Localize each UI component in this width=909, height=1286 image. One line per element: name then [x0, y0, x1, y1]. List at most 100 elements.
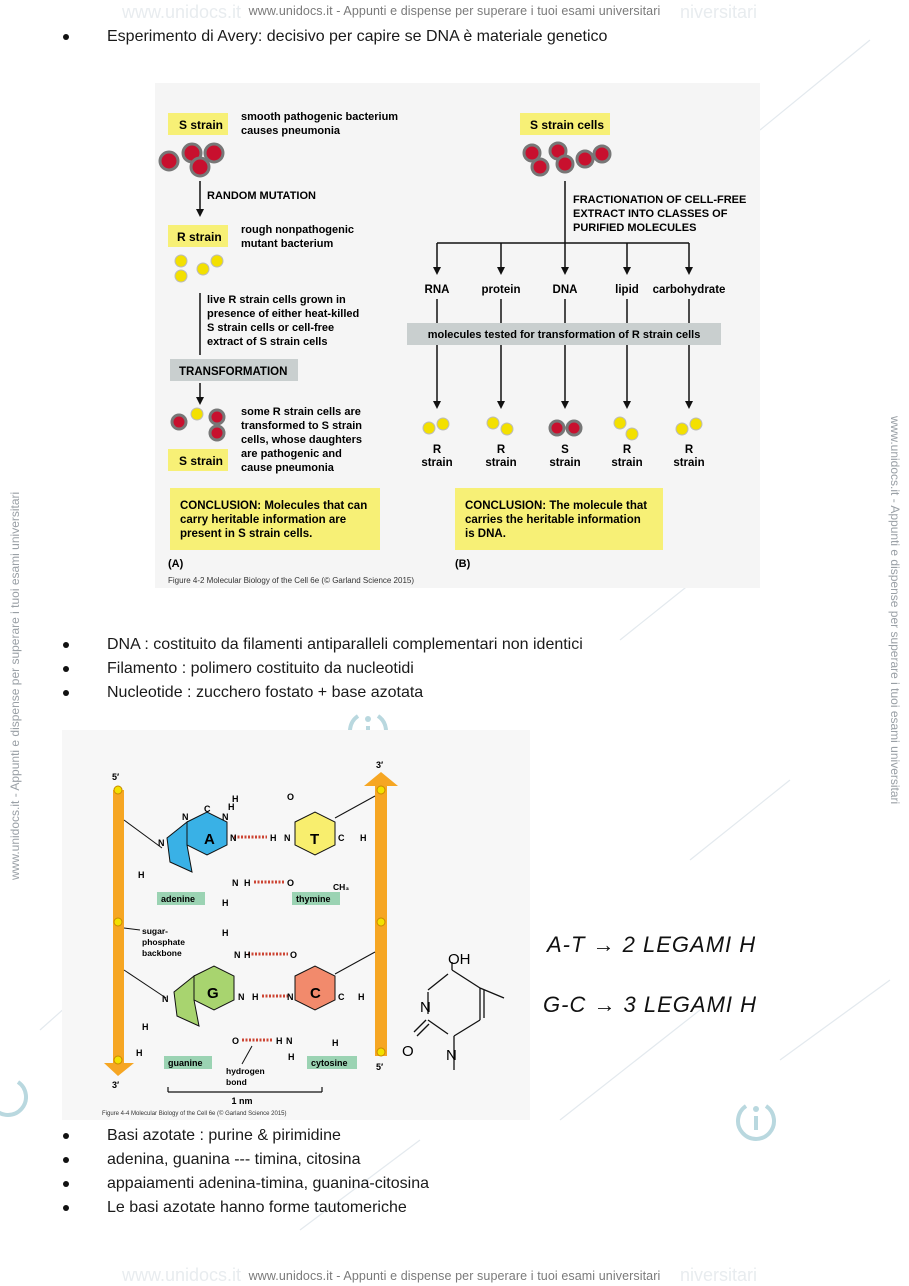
three-prime-bottom: 3′: [112, 1080, 119, 1090]
note-at-bonds: A-T → 2 LEGAMI H: [545, 932, 756, 957]
s-strain-box: [168, 113, 228, 135]
conclusion-a-line-1: CONCLUSION: Molecules that can: [180, 500, 367, 512]
bullet-list-bases: Basi azotate : purine & pirimidine adeni…: [0, 1124, 429, 1220]
backbone-label-3: backbone: [142, 948, 182, 958]
atom-label: H: [228, 802, 235, 812]
s-strain-label: S strain: [179, 118, 223, 132]
atom-label: N: [162, 994, 169, 1004]
grown-line-2: presence of either heat-killed: [207, 308, 359, 320]
atom-label: N: [222, 812, 229, 822]
atom-label: C: [338, 992, 345, 1002]
atom-label: C: [338, 833, 345, 843]
r-strain-cells: [174, 254, 224, 283]
chem-n-2: N: [446, 1047, 457, 1064]
atom-label: H: [222, 898, 229, 908]
list-item: Filamento : polimero costituito da nucle…: [0, 657, 583, 681]
note-gc-bonds: G-C → 3 LEGAMI H: [543, 992, 757, 1017]
result-line-2: transformed to S strain: [241, 420, 362, 432]
figure1-caption: Figure 4-2 Molecular Biology of the Cell…: [168, 576, 414, 585]
transformation-label: TRANSFORMATION: [179, 366, 287, 378]
molecule-rna: RNA: [425, 284, 450, 296]
atom-label: H: [270, 833, 277, 843]
conclusion-b-line-1: CONCLUSION: The molecule that: [465, 500, 647, 512]
s-strain-desc-2: causes pneumonia: [241, 125, 341, 137]
s-strain-cells-b: [522, 141, 612, 177]
atom-label: N: [232, 878, 239, 888]
base-pair-diagram: 5′ 3′ 3′ 5′ A T N C N H H N N H N O C H …: [102, 760, 398, 1117]
cytosine-letter: C: [310, 985, 321, 1002]
list-item: Esperimento di Avery: decisivo per capir…: [0, 25, 607, 49]
atom-label: H: [136, 1048, 143, 1058]
watermark-ghost-left: www.unidocs.it: [122, 2, 242, 22]
molecule-dna: DNA: [553, 284, 578, 296]
handwritten-notes: A-T → 2 LEGAMI H G-C → 3 LEGAMI H: [543, 932, 757, 1017]
s-strain-cells: [158, 142, 225, 178]
panel-b-label: (B): [455, 558, 471, 570]
fractionation-line-1: FRACTIONATION OF CELL-FREE: [573, 194, 746, 206]
five-prime-top: 5′: [112, 772, 119, 782]
r-strain-label: R strain: [177, 230, 222, 244]
cytosine-label-box: [307, 1056, 357, 1069]
conclusion-b-box: [455, 488, 663, 550]
atom-label: H: [252, 992, 259, 1002]
atom-label: O: [232, 1036, 239, 1046]
three-prime-top: 3′: [376, 760, 383, 770]
cytosine-label: cytosine: [311, 1058, 348, 1068]
list-item: Le basi azotate hanno forme tautomeriche: [0, 1196, 429, 1220]
conclusion-b-line-2: carries the heritable information: [465, 514, 641, 526]
r-strain-desc-1: rough nonpathogenic: [241, 224, 354, 236]
s-strain-box-2: [168, 449, 228, 471]
chem-n-1: N: [420, 999, 431, 1016]
tested-label: molecules tested for transformation of R…: [428, 329, 701, 341]
thymine-letter: T: [310, 831, 319, 848]
atom-label: H: [360, 833, 367, 843]
bullet-list-dna: DNA : costituito da filamenti antiparall…: [0, 633, 583, 705]
result-word: strain: [485, 457, 516, 469]
result-cells: [422, 416, 703, 441]
left-backbone: [113, 790, 124, 1065]
atom-label: O: [287, 878, 294, 888]
figure2-caption: Figure 4-4 Molecular Biology of the Cell…: [102, 1110, 287, 1117]
atom-label: H: [142, 1022, 149, 1032]
watermark-ghost-right-bottom: niversitari: [680, 1265, 758, 1285]
guanine-label: guanine: [168, 1058, 203, 1068]
tested-box: [407, 323, 721, 345]
transformed-cells: [170, 407, 226, 442]
chem-oh: OH: [448, 951, 471, 968]
atom-label: H: [232, 794, 239, 804]
adenine-label-box: [157, 892, 205, 905]
panel-a-label: (A): [168, 558, 184, 570]
thymine-ring: [294, 811, 336, 856]
watermark-ghost-left-bottom: www.unidocs.it: [122, 1265, 242, 1285]
s-strain-cells-box: [520, 113, 610, 135]
list-item: appaiamenti adenina-timina, guanina-cito…: [0, 1172, 429, 1196]
result-letter: R: [497, 444, 506, 456]
atom-label: O: [290, 950, 297, 960]
atom-label: N: [284, 833, 291, 843]
result-letter: S: [561, 444, 569, 456]
result-word: strain: [421, 457, 452, 469]
s-strain-label-2: S strain: [179, 454, 223, 468]
figure-avery-experiment: S strain smooth pathogenic bacterium cau…: [155, 83, 760, 588]
result-word: strain: [549, 457, 580, 469]
watermark-footer: www.unidocs.it - Appunti e dispense per …: [248, 1269, 661, 1283]
grown-line-4: extract of S strain cells: [207, 336, 327, 348]
adenine-letter: A: [204, 831, 215, 848]
thymine-label-box: [292, 892, 340, 905]
fractionation-line-2: EXTRACT INTO CLASSES OF: [573, 208, 728, 220]
r-strain-desc-2: mutant bacterium: [241, 238, 334, 250]
random-mutation-label: RANDOM MUTATION: [207, 190, 316, 202]
result-line-5: cause pneumonia: [241, 462, 335, 474]
result-letter: R: [433, 444, 442, 456]
thymine-label: thymine: [296, 894, 331, 904]
conclusion-a-box: [170, 488, 380, 550]
figure-base-pairing: 5′ 3′ 3′ 5′ A T N C N H H N N H N O C H …: [62, 730, 530, 1120]
hbond-label-1: hydrogen: [226, 1066, 265, 1076]
atom-label: H: [276, 1036, 283, 1046]
atom-label: C: [204, 804, 211, 814]
list-item: adenina, guanina --- timina, citosina: [0, 1148, 429, 1172]
watermark-ghost-right: niversitari: [680, 2, 758, 22]
atom-label: CH₃: [333, 882, 349, 892]
result-line-1: some R strain cells are: [241, 406, 361, 418]
conclusion-b-line-3: is DNA.: [465, 528, 506, 540]
